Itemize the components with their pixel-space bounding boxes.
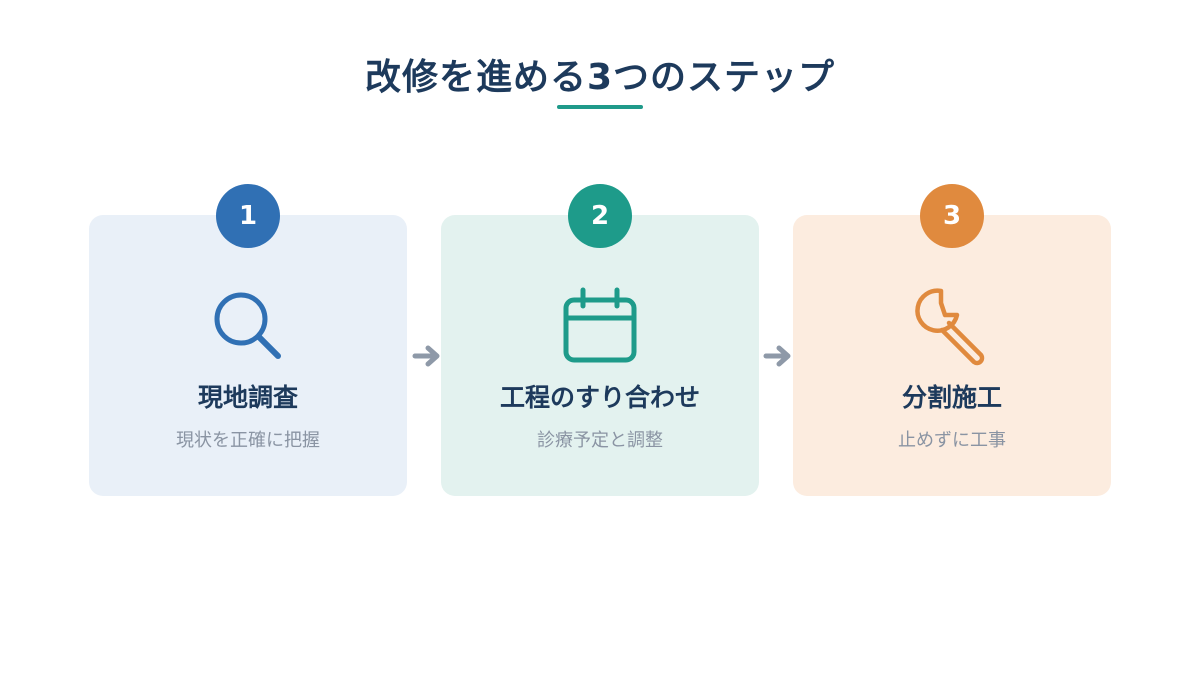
step-number-badge: 1 <box>216 184 280 248</box>
step-description: 診療予定と調整 <box>537 430 663 451</box>
wrench-icon <box>911 285 993 367</box>
page-title: 改修を進める3つのステップ <box>364 57 836 98</box>
step-number-badge: 3 <box>920 184 984 248</box>
magnifier-icon <box>207 285 289 367</box>
step-title: 現地調査 <box>197 383 298 412</box>
arrow-right-icon <box>763 343 793 369</box>
step-card-2: 2 工程のすり合わせ 診療予定と調整 <box>441 184 759 496</box>
title-underline <box>557 105 643 109</box>
step-description: 現状を正確に把握 <box>176 430 320 451</box>
step-card-1: 1 現地調査 現状を正確に把握 <box>89 184 407 496</box>
step-title: 分割施工 <box>901 383 1002 412</box>
calendar-icon <box>559 285 641 367</box>
step-number-badge: 2 <box>568 184 632 248</box>
step-card-3: 3 分割施工 止めずに工事 <box>793 184 1111 496</box>
arrow-right-icon <box>412 343 442 369</box>
step-title: 工程のすり合わせ <box>499 383 700 412</box>
step-description: 止めずに工事 <box>898 430 1006 451</box>
